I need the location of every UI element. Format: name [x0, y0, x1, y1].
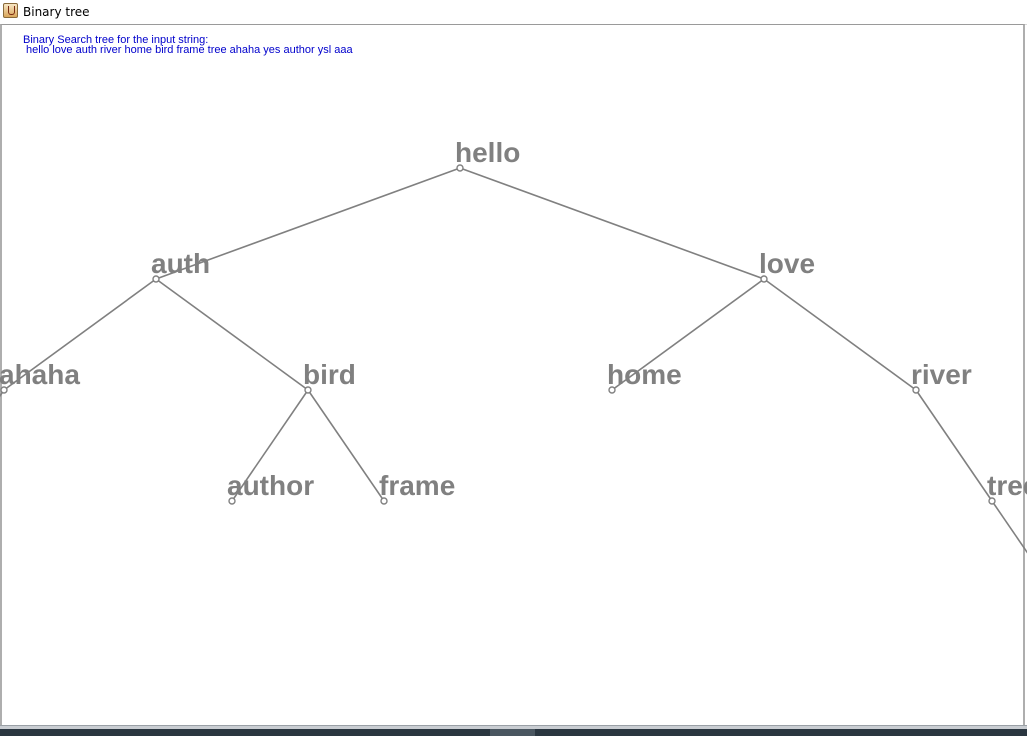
node-label-river: river: [911, 359, 972, 390]
header-caption: Binary Search tree for the input string:: [23, 34, 209, 46]
java-cup-icon: [3, 3, 18, 18]
tree-edge-auth-bird: [155, 278, 309, 391]
canvas-panel: [0, 24, 1025, 725]
node-label-tree: tree: [987, 470, 1027, 501]
header-input-string: hello love auth river home bird frame tr…: [23, 44, 353, 56]
node-label-bird: bird: [303, 359, 356, 390]
node-label-ahaha: ahaha: [0, 359, 80, 390]
node-dot-tree: [988, 497, 996, 505]
node-dot-river: [912, 386, 920, 394]
node-label-love: love: [759, 248, 815, 279]
tree-edge-auth-ahaha: [3, 278, 157, 391]
node-label-frame: frame: [379, 470, 455, 501]
tree-edge-tree-yes: [991, 500, 1027, 554]
node-label-home: home: [607, 359, 682, 390]
tree-edge-river-tree: [915, 389, 993, 502]
tree-edge-love-home: [611, 278, 765, 391]
tree-edge-bird-frame: [307, 389, 385, 502]
node-dot-ahaha: [0, 386, 8, 394]
node-label-auth: auth: [151, 248, 210, 279]
tree-edge-bird-author: [231, 389, 309, 502]
node-dot-hello: [456, 164, 464, 172]
node-dot-home: [608, 386, 616, 394]
node-dot-bird: [304, 386, 312, 394]
tree-edge-hello-love: [459, 167, 765, 280]
tree-edge-ahaha-aaa: [0, 389, 5, 398]
window-title: Binary tree: [23, 5, 90, 19]
node-label-hello: hello: [455, 137, 520, 168]
node-label-author: author: [227, 470, 314, 501]
tree-edge-love-river: [763, 278, 917, 391]
node-dot-author: [228, 497, 236, 505]
node-dot-auth: [152, 275, 160, 283]
taskbar-strip: [0, 725, 1027, 736]
node-dot-love: [760, 275, 768, 283]
node-dot-frame: [380, 497, 388, 505]
input-header: Binary Search tree for the input string:…: [23, 34, 353, 56]
tree-edge-hello-auth: [155, 167, 461, 280]
